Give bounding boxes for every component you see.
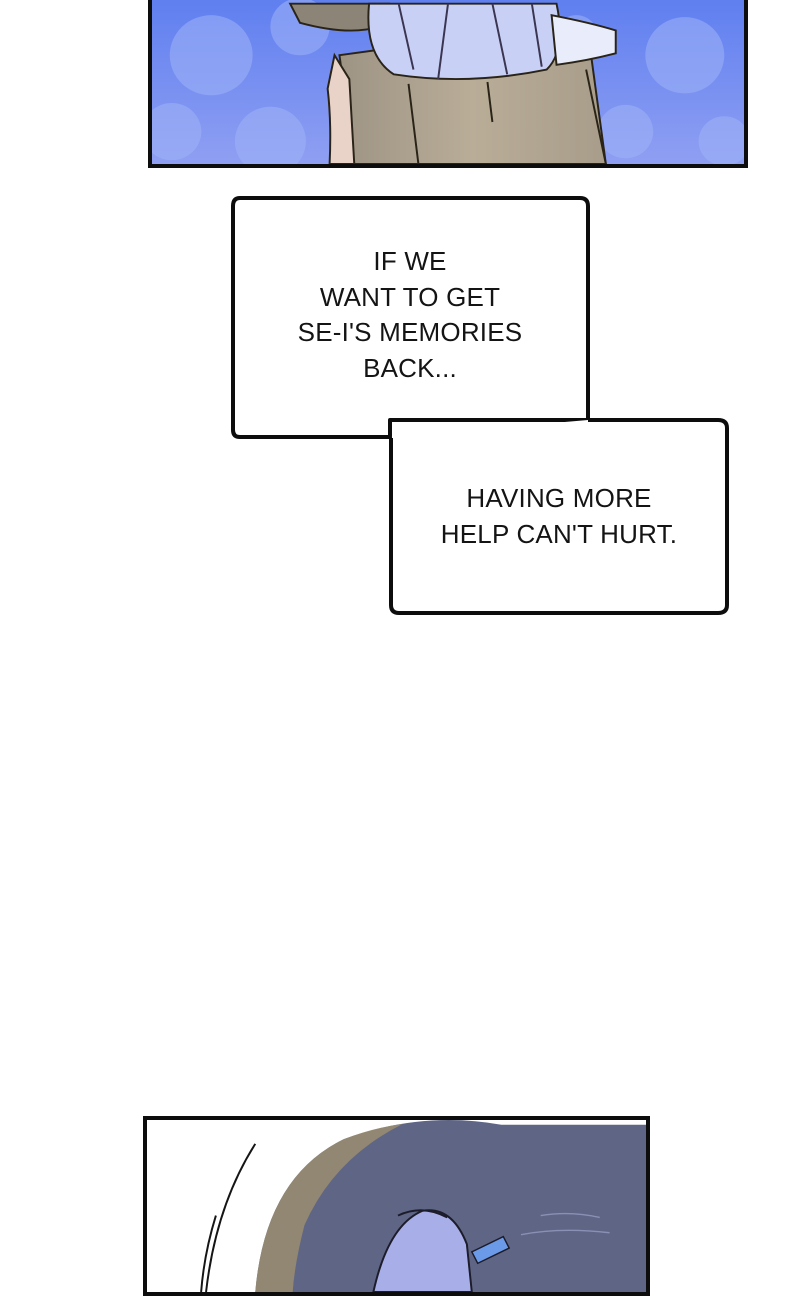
hair xyxy=(255,1120,646,1292)
top-comic-panel xyxy=(148,0,748,168)
caption-2-line: HAVING MORE xyxy=(466,483,652,513)
top-panel-illustration xyxy=(152,0,744,164)
caption-text-1: IF WE WANT TO GET SE-I'S MEMORIES BACK..… xyxy=(240,244,580,386)
bottom-comic-panel xyxy=(143,1116,650,1296)
caption-1-line: IF WE xyxy=(373,246,447,276)
bokeh-lights xyxy=(152,0,744,164)
caption-box-join xyxy=(392,422,587,438)
hair-highlight xyxy=(255,1123,403,1292)
caption-1-line: WANT TO GET xyxy=(319,281,501,312)
caption-2-line: HELP CAN'T HURT. xyxy=(440,518,678,549)
figure-body xyxy=(288,2,617,164)
bottom-panel-illustration xyxy=(147,1120,646,1292)
caption-1-line: BACK... xyxy=(363,352,457,383)
caption-1-line: SE-I'S MEMORIES xyxy=(297,317,523,347)
hair-clip xyxy=(470,1235,511,1265)
caption-text-2: HAVING MORE HELP CAN'T HURT. xyxy=(400,481,718,552)
